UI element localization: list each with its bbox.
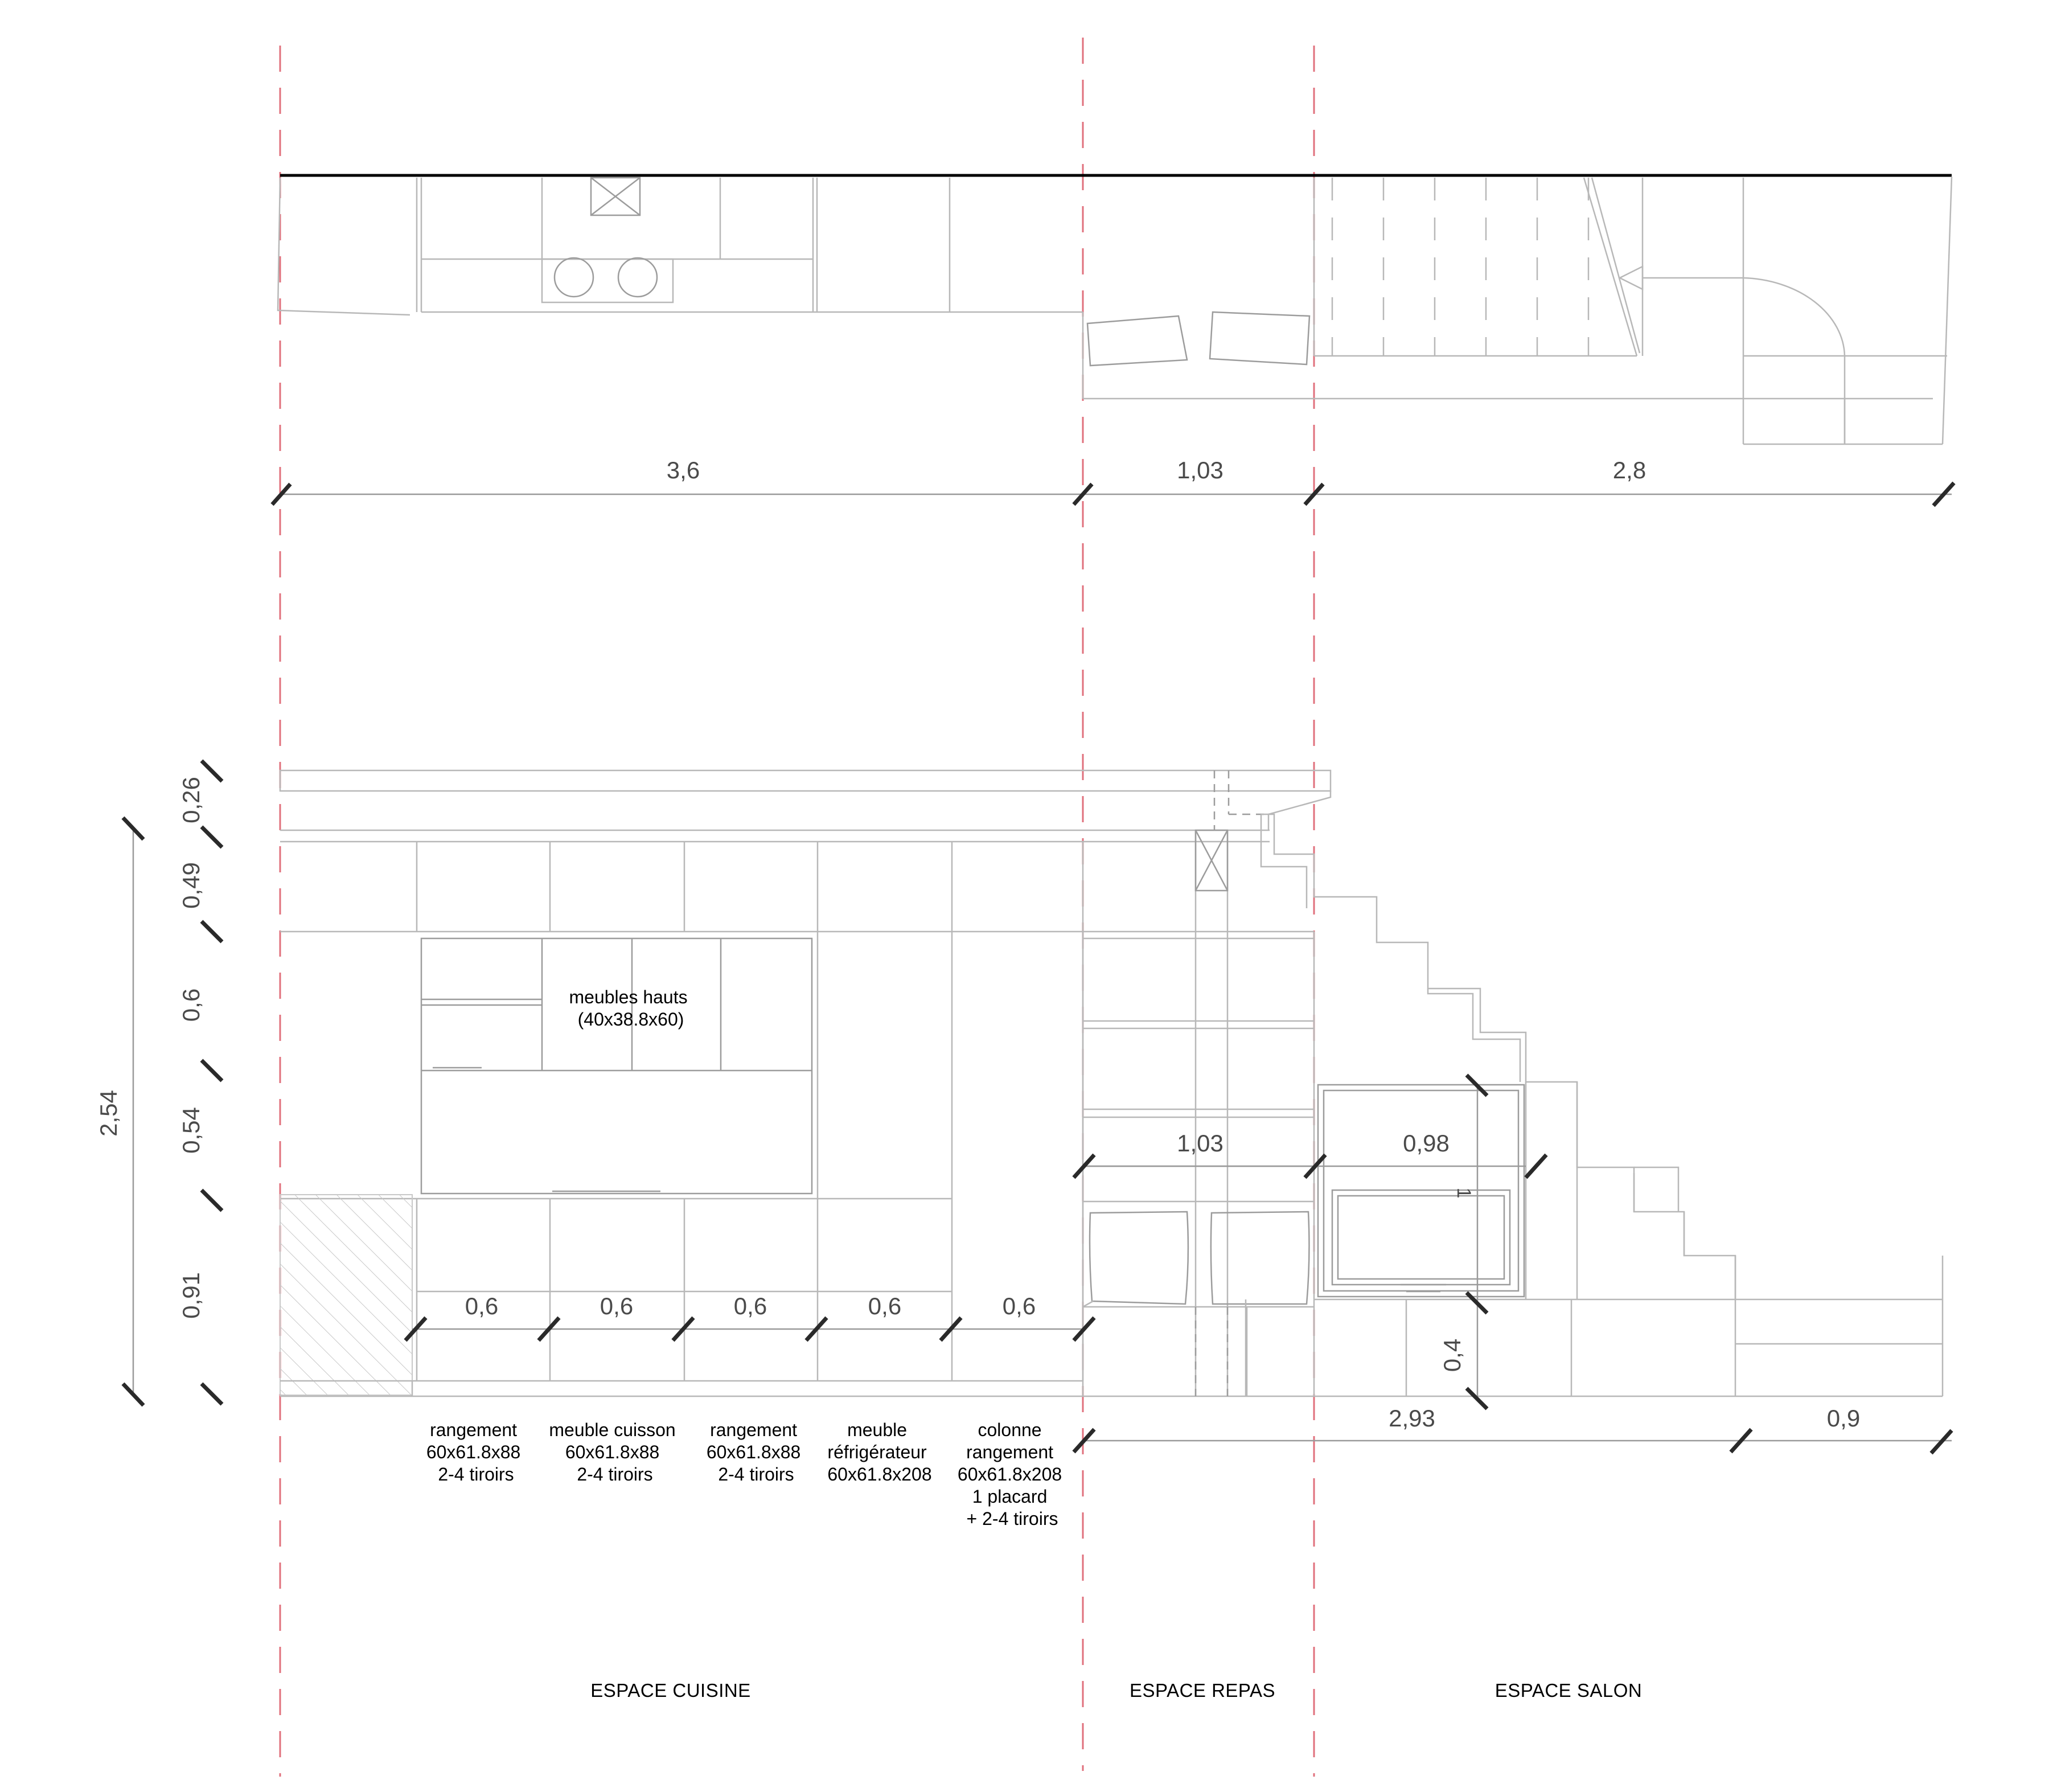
module-label-3: rangement 60x61.8x88 2-4 tiroirs [707,1420,806,1485]
dim-step-height: 0,4 [1439,1339,1465,1372]
svg-text:meubles hauts (40x38.8x6: meubles hauts (40x38.8x60) [569,987,692,1030]
zone-label-repas: ESPACE REPAS [1130,1680,1275,1701]
module-width-4: 0,6 [868,1293,901,1319]
module-width-5: 0,6 [1003,1293,1036,1319]
module-width-3: 0,6 [734,1293,767,1319]
dim-h-091: 0,91 [178,1272,204,1319]
dim-total-height: 2,54 [95,1090,122,1137]
dim-h-054: 0,54 [178,1107,204,1154]
elevation-view: meubles hauts (40x38.8x60) [95,759,1953,1529]
dim-repas-width: 1,03 [1177,1130,1223,1157]
zone-label-cuisine: ESPACE CUISINE [590,1680,750,1701]
dim-end-width: 0,9 [1827,1405,1860,1432]
module-width-1: 0,6 [465,1293,498,1319]
zone-label-salon: ESPACE SALON [1495,1680,1642,1701]
hatched-end-panel [280,1194,413,1396]
dim-h-026: 0,26 [178,777,204,823]
dim-cuisine: 3,6 [667,457,700,483]
tv-screen [1331,1189,1511,1286]
upper-cabinets-size: (40x38.8x60) [578,1009,684,1030]
zone-axes [279,38,1315,1777]
module-width-2: 0,6 [600,1293,633,1319]
zone-labels: ESPACE CUISINE ESPACE REPAS ESPACE SALON [590,1680,1642,1701]
dim-salon-bottom: 2,93 [1389,1405,1435,1432]
dim-h-049: 0,49 [178,862,204,909]
tv-unit [1317,1084,1525,1298]
tv-label: 1 [1453,1188,1475,1199]
module-label-1: rangement 60x61.8x88 2-4 tiroirs [426,1420,525,1485]
module-label-2: meuble cuisson 60x61.8x88 2-4 tiroirs [549,1420,680,1485]
module-label-4: meuble réfrigérateur 60x61.8x208 [827,1420,931,1485]
dim-h-06: 0,6 [178,989,204,1022]
module-label-5: colonne rangement 60x61.8x208 1 placard … [958,1420,1067,1529]
upper-cabinets-label: meubles hauts [569,987,687,1007]
dim-repas: 1,03 [1177,457,1223,483]
plan-view: 3,6 1,03 2,8 [270,174,1956,507]
dim-salon: 2,8 [1613,457,1646,483]
dim-salon-width: 0,98 [1403,1130,1450,1157]
